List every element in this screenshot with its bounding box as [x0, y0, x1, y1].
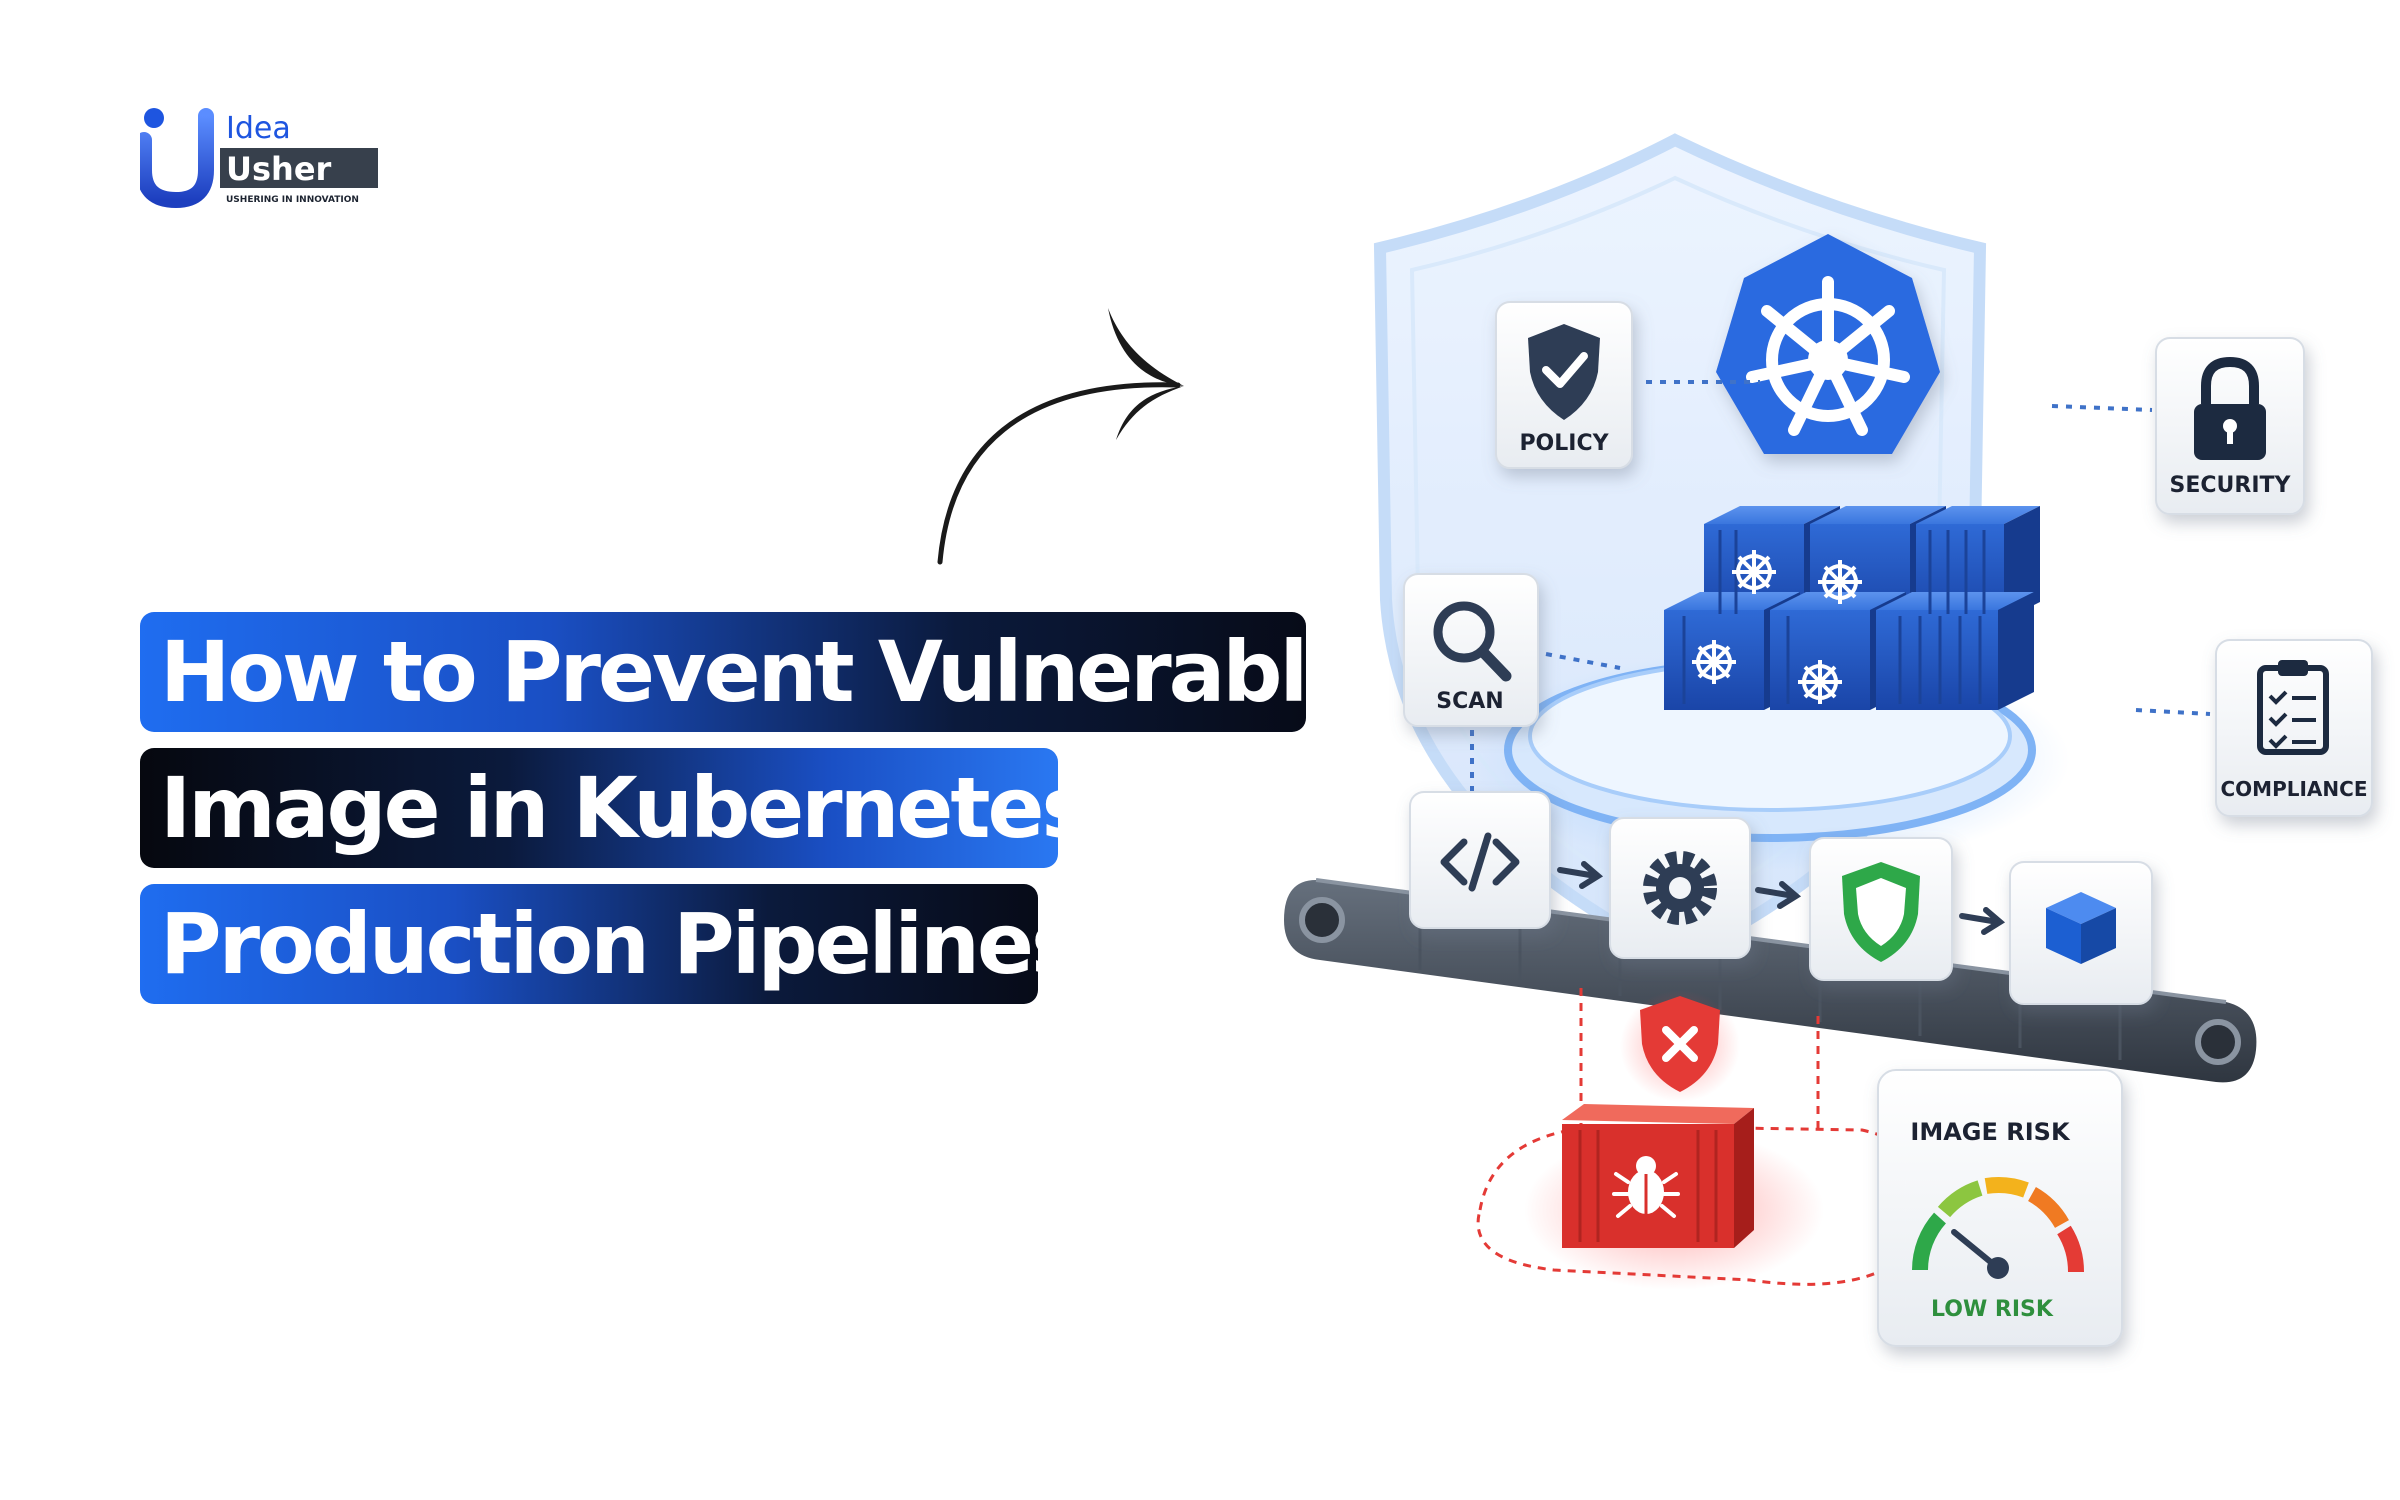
- shield-check-icon: [1528, 324, 1600, 420]
- security-card: SECURITY: [2155, 337, 2305, 515]
- policy-label: POLICY: [1519, 431, 1609, 456]
- pipeline-code-box: [1409, 791, 1551, 929]
- cube-icon: [2046, 892, 2116, 964]
- magnifier-icon: [1433, 601, 1512, 682]
- image-risk-card: IMAGE RISK LOW RISK: [1877, 1069, 2123, 1347]
- pipeline-gear-box: [1609, 817, 1751, 959]
- kubernetes-logo-icon: [1716, 234, 1940, 454]
- logo-text-usher: Usher: [226, 150, 332, 188]
- idea-usher-logo: Idea Usher USHERING IN INNOVATION: [140, 108, 378, 208]
- green-shield-icon: [1842, 862, 1920, 962]
- rejected-vulnerable-container: [1476, 988, 1934, 1290]
- pipeline-shield-box: [1809, 837, 1953, 981]
- headline-line-2-text: Image in Kubernetes: [160, 759, 1091, 857]
- clipboard-checklist-icon: [2257, 660, 2329, 755]
- headline-line-1-text: How to Prevent Vulnerable: [160, 623, 1362, 721]
- red-x-shield-icon: [1620, 990, 1740, 1102]
- compliance-label: COMPLIANCE: [2221, 777, 2368, 801]
- scan-card: SCAN: [1403, 573, 1539, 727]
- security-label: SECURITY: [2170, 473, 2292, 498]
- lock-icon: [2194, 356, 2266, 460]
- compliance-card: COMPLIANCE: [2215, 639, 2373, 817]
- low-risk-label: LOW RISK: [1931, 1297, 2054, 1322]
- image-risk-label: IMAGE RISK: [1910, 1118, 2071, 1146]
- container-blue: [1876, 592, 2034, 710]
- gauge-needle: [1951, 1229, 2009, 1279]
- headline-line-3-text: Production Pipelines: [160, 895, 1081, 993]
- curved-arrow-icon: [937, 308, 1184, 565]
- scan-label: SCAN: [1436, 689, 1503, 714]
- container-stack: [1664, 506, 2040, 710]
- code-icon: [1440, 832, 1520, 892]
- headline-line-3: Production Pipelines: [140, 884, 1081, 1004]
- logo-tagline: USHERING IN INNOVATION: [226, 195, 359, 205]
- pipeline-cube-box: [2009, 861, 2153, 1005]
- risk-gauge-icon: [1912, 1177, 2085, 1273]
- conveyor-belt: [1284, 878, 2257, 1083]
- pipeline-arrow-icon: [1557, 861, 2006, 935]
- headline-line-1: How to Prevent Vulnerable: [140, 612, 1362, 732]
- gear-icon: [1643, 851, 1717, 925]
- policy-card: POLICY: [1495, 301, 1633, 469]
- logo-text-idea: Idea: [226, 111, 291, 146]
- bug-icon: [1612, 1156, 1680, 1218]
- kubernetes-security-illustration: POLICY SECURITY SCAN COMPLIAN: [1284, 133, 2373, 1347]
- headline-line-2: Image in Kubernetes: [140, 748, 1091, 868]
